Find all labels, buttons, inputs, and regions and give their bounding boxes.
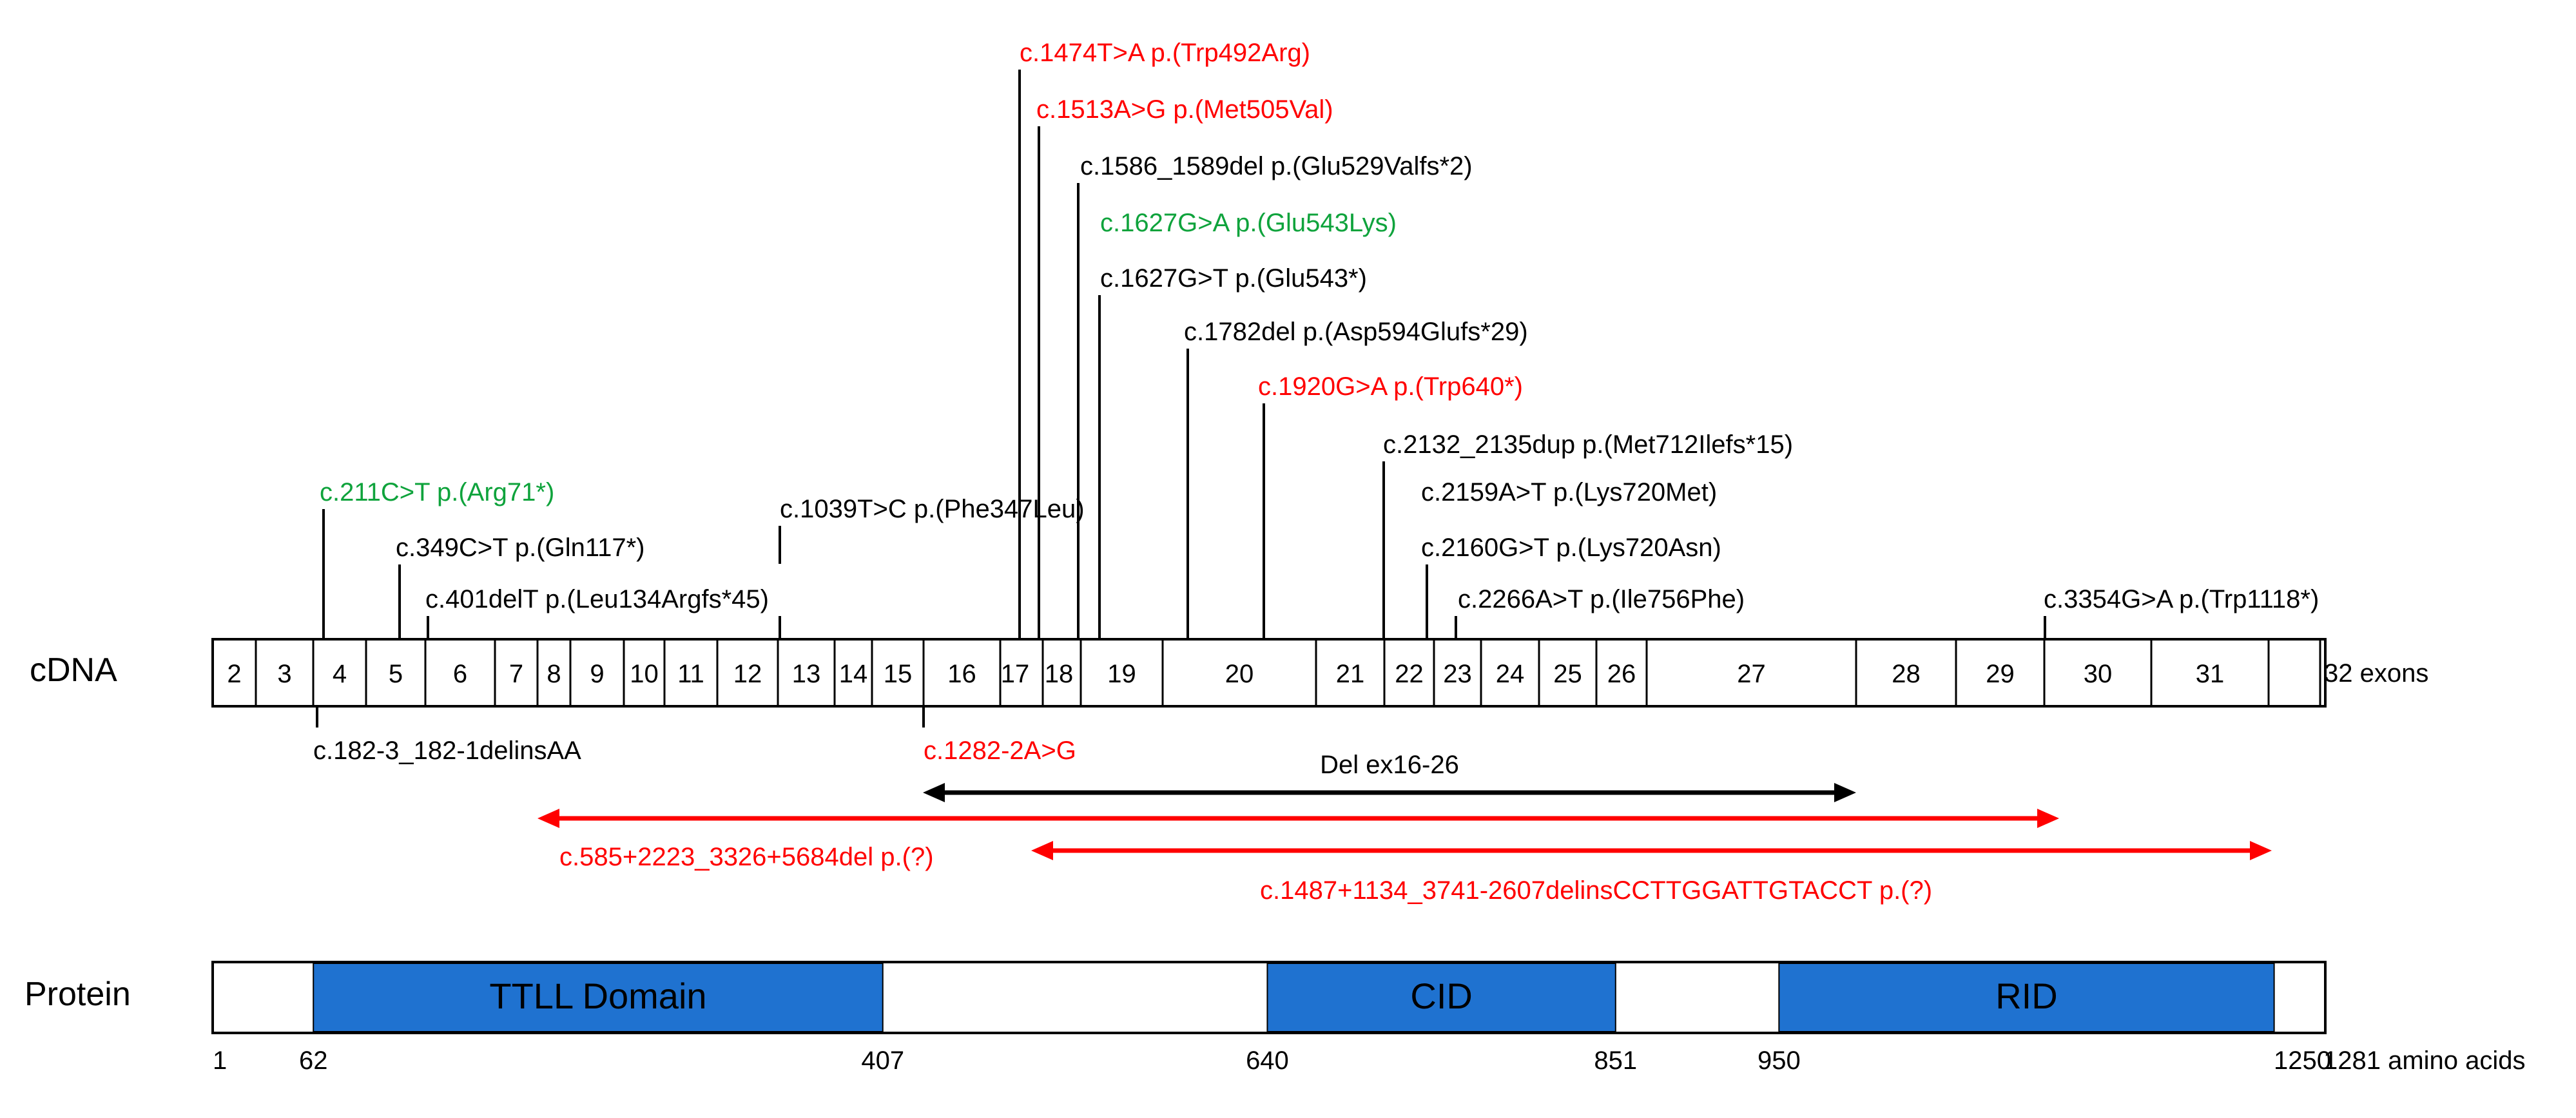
- exon-number-15: 15: [884, 660, 913, 688]
- exon-number-7: 7: [509, 660, 523, 688]
- exon-number-28: 28: [1892, 660, 1921, 688]
- cdna-row-label: cDNA: [30, 651, 117, 689]
- exon-number-12: 12: [733, 660, 762, 688]
- deletion-label: c.585+2223_3326+5684del p.(?): [559, 843, 934, 871]
- exon-bar-outline: [211, 638, 2327, 708]
- exon-number-22: 22: [1395, 660, 1424, 688]
- exon-number-10: 10: [630, 660, 659, 688]
- exon-number-26: 26: [1607, 660, 1636, 688]
- exon-number-25: 25: [1553, 660, 1582, 688]
- variant-label: c.3354G>A p.(Trp1118*): [2044, 585, 2319, 613]
- variant-label: c.182-3_182-1delinsAA: [313, 737, 581, 765]
- exon-number-9: 9: [590, 660, 604, 688]
- variant-label: c.1513A>G p.(Met505Val): [1036, 95, 1333, 124]
- exon-number-30: 30: [2084, 660, 2113, 688]
- domain-block: [1266, 963, 1616, 1032]
- domain-block: [313, 963, 884, 1032]
- domain-label: RID: [1995, 976, 2057, 1016]
- protein-position-tick: 851: [1594, 1046, 1637, 1075]
- deletion-arrow-head: [1031, 841, 1053, 860]
- exon-number-14: 14: [839, 660, 868, 688]
- exon-number-4: 4: [333, 660, 347, 688]
- variant-stems: [316, 70, 2046, 728]
- exon-number-19: 19: [1107, 660, 1136, 688]
- variant-labels: c.1474T>A p.(Trp492Arg) c.1513A>G p.(Met5…: [313, 39, 2319, 765]
- exon-number-6: 6: [453, 660, 467, 688]
- domain-label: TTLL Domain: [489, 976, 706, 1016]
- variant-label: c.1039T>C p.(Phe347Leu): [780, 495, 1085, 523]
- protein-position-tick: 1: [213, 1046, 227, 1075]
- variant-label: c.401delT p.(Leu134Argfs*45): [425, 585, 769, 613]
- exon-count-label: 32 exons: [2324, 659, 2428, 688]
- protein-position-tick: 407: [861, 1046, 904, 1075]
- exon-number-11: 11: [677, 660, 704, 688]
- deletion-arrows: Del ex16-26 c.585+2223_3326+5684del p.(?)…: [537, 751, 2272, 905]
- protein-position-tick: 950: [1758, 1046, 1801, 1075]
- exon-number-20: 20: [1225, 660, 1254, 688]
- exon-number-21: 21: [1336, 660, 1365, 688]
- exon-number-16: 16: [947, 660, 976, 688]
- variant-label: c.2160G>T p.(Lys720Asn): [1421, 534, 1721, 562]
- exon-number-27: 27: [1737, 660, 1766, 688]
- deletion-arrow-head: [1834, 783, 1856, 802]
- exon-number-13: 13: [792, 660, 821, 688]
- variant-label: c.349C>T p.(Gln117*): [396, 534, 645, 562]
- protein-position-tick: 1250: [2274, 1046, 2331, 1075]
- exon-number-17: 17: [1001, 660, 1030, 688]
- protein-position-tick: 62: [299, 1046, 328, 1075]
- variant-label: c.211C>T p.(Arg71*): [320, 478, 554, 506]
- protein-row-label: Protein: [24, 976, 131, 1013]
- exon-number-18: 18: [1045, 660, 1074, 688]
- exon-number-3: 3: [277, 660, 291, 688]
- variant-label: c.2132_2135dup p.(Met712Ilefs*15): [1383, 430, 1793, 459]
- exon-number-5: 5: [389, 660, 403, 688]
- deletion-arrow-head: [2250, 841, 2272, 860]
- protein-position-tick: 640: [1246, 1046, 1289, 1075]
- variant-label: c.1282-2A>G: [924, 737, 1076, 765]
- variant-label: c.1627G>A p.(Glu543Lys): [1100, 209, 1397, 237]
- domain-block: [1778, 963, 2275, 1032]
- protein-bar: TTLL Domain CID RID 1 62 407 640 851 950 1250: [211, 961, 2331, 1075]
- variant-label: c.1474T>A p.(Trp492Arg): [1020, 39, 1310, 67]
- variant-label: c.1627G>T p.(Glu543*): [1100, 264, 1367, 293]
- variant-label: c.1782del p.(Asp594Glufs*29): [1184, 318, 1528, 346]
- exon-number-31: 31: [2196, 660, 2225, 688]
- amino-acid-count-label: 1281 amino acids: [2323, 1046, 2526, 1075]
- exon-number-8: 8: [547, 660, 561, 688]
- variant-label: c.1586_1589del p.(Glu529Valfs*2): [1080, 152, 1473, 180]
- deletion-label: Del ex16-26: [1320, 751, 1459, 779]
- deletion-arrow-head: [2037, 809, 2059, 828]
- deletion-arrow-head: [537, 809, 559, 828]
- exon-number-29: 29: [1986, 660, 2015, 688]
- exon-number-24: 24: [1496, 660, 1525, 688]
- deletion-arrow-head: [923, 783, 945, 802]
- variant-label: c.2159A>T p.(Lys720Met): [1421, 478, 1717, 506]
- exon-number-2: 2: [227, 660, 241, 688]
- variant-label: c.1920G>A p.(Trp640*): [1258, 372, 1523, 401]
- variant-label: c.2266A>T p.(Ile756Phe): [1458, 585, 1745, 613]
- domain-label: CID: [1410, 976, 1472, 1016]
- deletion-label: c.1487+1134_3741-2607delinsCCTTGGATTGTAC…: [1260, 876, 1932, 905]
- exon-number-23: 23: [1443, 660, 1472, 688]
